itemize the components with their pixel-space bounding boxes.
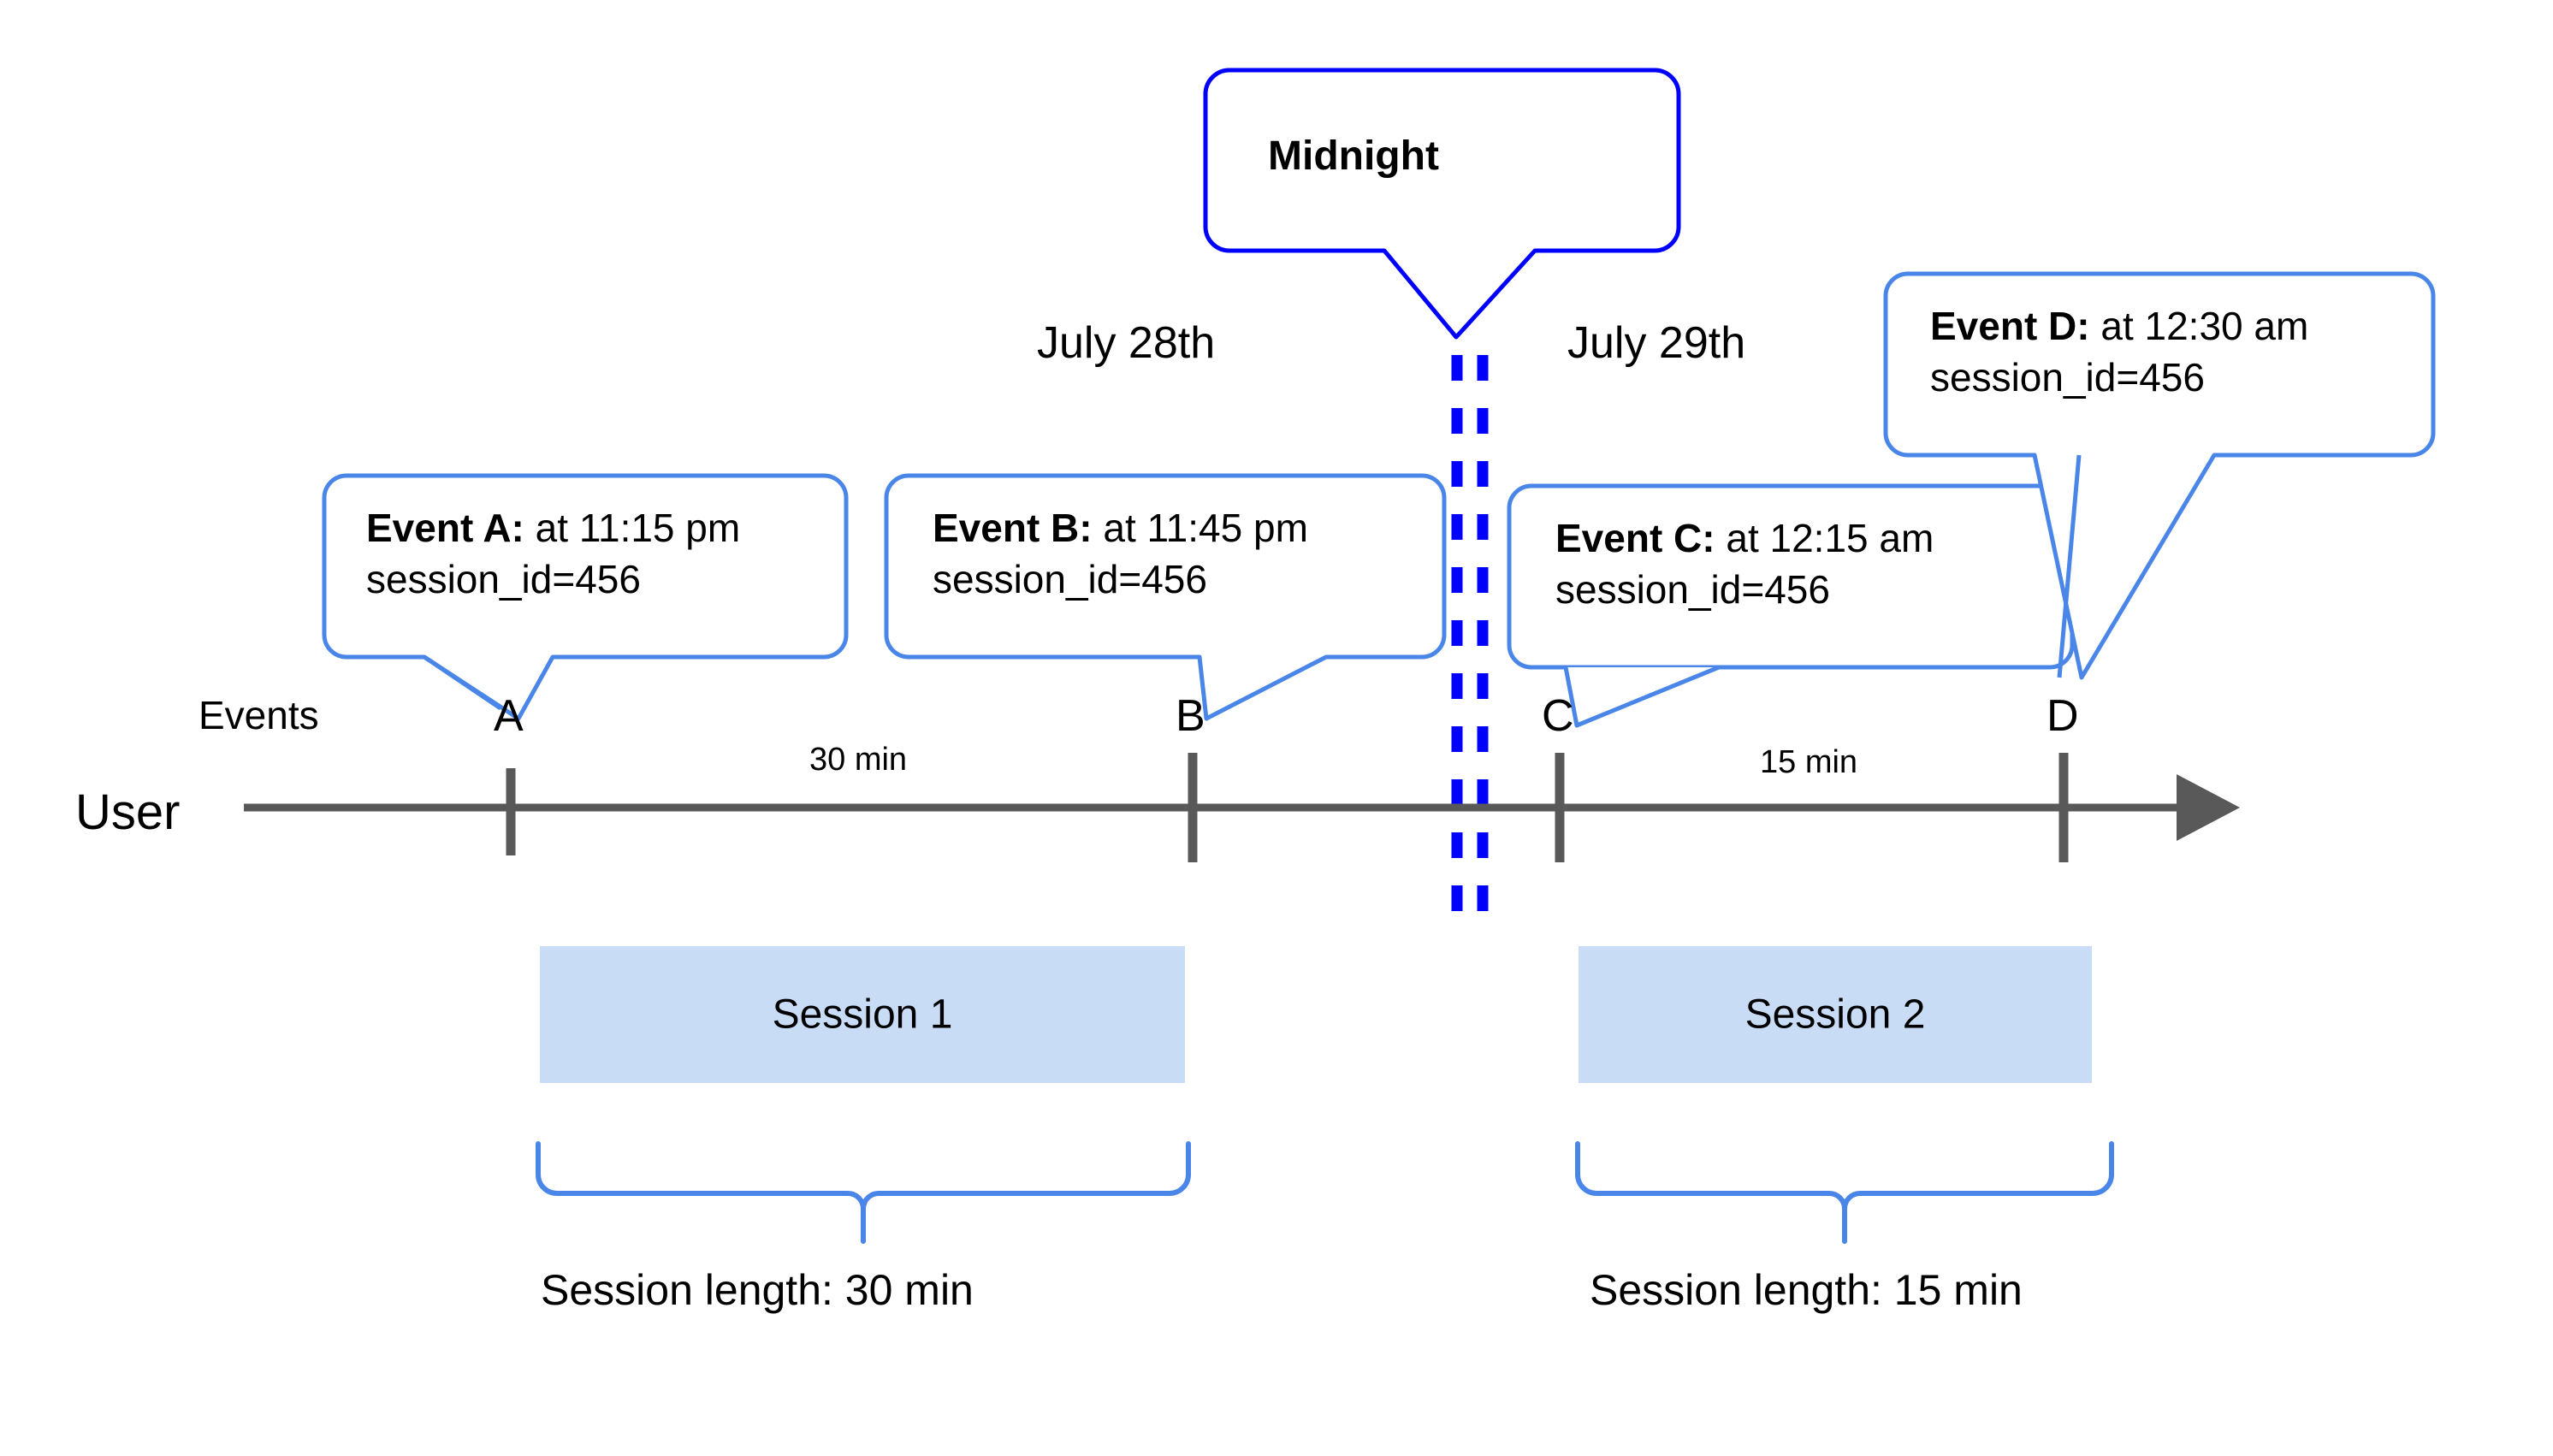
event-b-detail: at 11:45 pm [1092, 506, 1308, 550]
session-1-brace [536, 1141, 1191, 1244]
session-2-bar: Session 2 [1579, 946, 2092, 1083]
marker-label-a: A [494, 691, 524, 741]
event-a-attribute: session_id=456 [366, 556, 641, 601]
event-d-detail: at 12:30 am [2089, 304, 2309, 348]
event-b-name: Event B: [933, 506, 1093, 550]
session-2-bar-label: Session 2 [1744, 991, 1926, 1038]
duration-label-15min: 15 min [1760, 744, 1858, 780]
event-d-attribute: session_id=456 [1930, 354, 2205, 400]
event-b-callout-shape [884, 473, 1447, 721]
session-1-bar-label: Session 1 [772, 991, 953, 1038]
midnight-callout-label: Midnight [1268, 133, 1439, 179]
event-a-name: Event A: [366, 506, 524, 550]
event-tick-markers [506, 753, 2069, 862]
event-b-attribute: session_id=456 [933, 556, 1207, 601]
session-1-bar: Session 1 [540, 946, 1185, 1083]
session-2-length-label: Session length: 15 min [1590, 1266, 2023, 1314]
event-c-callout-text: Event C: at 12:15 am session_id=456 [1555, 513, 1934, 616]
timeline-axis [244, 774, 2240, 841]
event-d-callout-text: Event D: at 12:30 am session_id=456 [1930, 301, 2308, 404]
event-c-attribute: session_id=456 [1555, 566, 1830, 612]
event-c-name: Event C: [1555, 516, 1715, 560]
duration-label-30min: 30 min [809, 742, 908, 778]
marker-label-b: B [1176, 691, 1205, 741]
date-label-july-29: July 29th [1567, 318, 1746, 368]
midnight-dashed-lines [1451, 355, 1489, 934]
event-b-callout-text: Event B: at 11:45 pm session_id=456 [933, 503, 1308, 606]
event-d-name: Event D: [1930, 304, 2090, 348]
user-row-label: User [75, 784, 181, 840]
date-label-july-28: July 28th [1037, 318, 1216, 368]
event-a-detail: at 11:15 pm [524, 506, 741, 550]
event-d-callout-shape [1883, 271, 2436, 680]
session-1-length-label: Session length: 30 min [541, 1266, 974, 1314]
marker-label-c: C [1542, 691, 1574, 741]
session-2-brace [1575, 1141, 2114, 1244]
marker-label-d: D [2047, 691, 2079, 741]
event-a-callout-shape [322, 473, 849, 721]
event-a-callout-text: Event A: at 11:15 pm session_id=456 [366, 503, 740, 606]
events-row-label: Events [198, 693, 319, 737]
midnight-callout-shape [1203, 68, 1681, 340]
event-c-detail: at 12:15 am [1715, 516, 1934, 560]
